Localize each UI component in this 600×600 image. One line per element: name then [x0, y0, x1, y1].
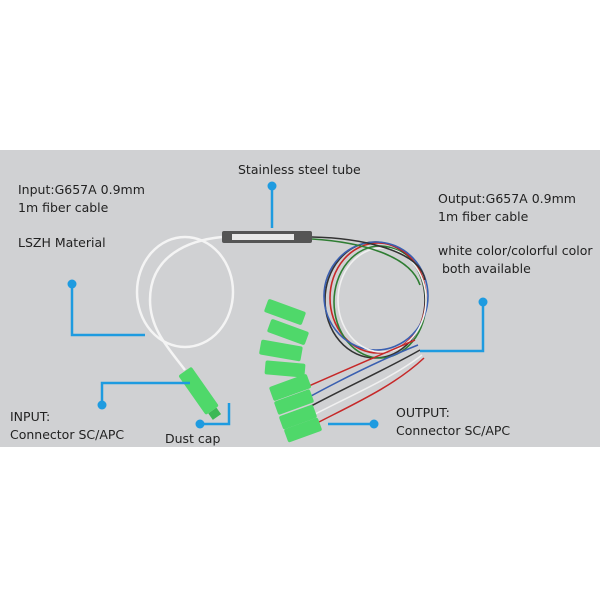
material-label: LSZH Material: [18, 235, 106, 250]
input-cable-label-2: 1m fiber cable: [18, 200, 109, 215]
tube-label: Stainless steel tube: [238, 162, 361, 177]
output-cable-label-2: 1m fiber cable: [438, 209, 529, 224]
input-fiber-loop: [135, 235, 235, 349]
output-cable-label-1: Output:G657A 0.9mm: [438, 191, 576, 206]
input-connector-label-1: INPUT:: [10, 409, 51, 424]
input-cable-label-1: Input:G657A 0.9mm: [18, 182, 145, 197]
color-label-2: both available: [438, 261, 531, 276]
output-fiber-loop: [311, 236, 429, 359]
callout-dots: [67, 181, 488, 429]
color-label-1: white color/colorful color: [438, 243, 593, 258]
output-connector-label-1: OUTPUT:: [396, 405, 450, 420]
input-connector: [179, 367, 222, 420]
input-connector-label-2: Connector SC/APC: [10, 427, 125, 442]
input-fiber: [148, 235, 223, 371]
callout-lines: [70, 186, 485, 426]
dust-cap-label: Dust cap: [165, 431, 221, 446]
output-connectors: [259, 299, 322, 443]
output-connector-label-2: Connector SC/APC: [396, 423, 511, 438]
